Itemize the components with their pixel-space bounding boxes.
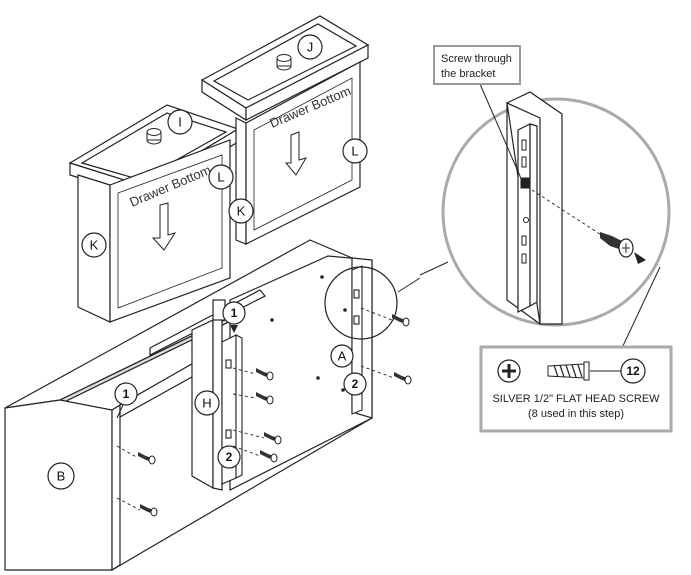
detail-zoom-view bbox=[397, 83, 671, 349]
cabinet-holes bbox=[270, 275, 347, 392]
svg-text:H: H bbox=[202, 396, 211, 411]
phillips-icon bbox=[497, 359, 521, 383]
knob-j-icon bbox=[276, 54, 292, 71]
drawer-i bbox=[68, 104, 240, 323]
part-label-b: B bbox=[47, 462, 75, 490]
step-marker-1-left: 1 bbox=[114, 382, 138, 419]
legend-subtitle: (8 used in this step) bbox=[528, 408, 624, 420]
arrow-down-icon bbox=[151, 202, 177, 251]
svg-text:K: K bbox=[90, 238, 99, 253]
svg-text:K: K bbox=[237, 204, 246, 219]
arrow-down-icon bbox=[284, 131, 308, 176]
screw-guides bbox=[116, 307, 395, 511]
part-label-i: I bbox=[167, 109, 193, 135]
detail-zoom-source-circle bbox=[324, 266, 398, 340]
svg-text:1: 1 bbox=[123, 387, 130, 401]
svg-text:1: 1 bbox=[231, 306, 238, 320]
svg-text:B: B bbox=[57, 469, 66, 484]
callout-line-2: the bracket bbox=[441, 68, 495, 80]
part-label-k-front: K bbox=[81, 232, 107, 258]
svg-text:2: 2 bbox=[226, 450, 233, 464]
part-label-l-front: L bbox=[208, 164, 234, 190]
svg-text:L: L bbox=[351, 144, 358, 159]
step-marker-1-center: 1 bbox=[222, 301, 246, 333]
part-label-k-back: K bbox=[228, 198, 254, 224]
part-label-j: J bbox=[297, 34, 323, 60]
callout-line-1: Screw through bbox=[441, 53, 512, 65]
svg-text:A: A bbox=[338, 349, 347, 364]
part-label-l-back: L bbox=[342, 138, 368, 164]
svg-text:I: I bbox=[178, 115, 182, 130]
legend-title: SILVER 1/2" FLAT HEAD SCREW bbox=[492, 393, 660, 405]
part-label-h: H bbox=[194, 390, 220, 416]
svg-text:2: 2 bbox=[352, 377, 359, 391]
hardware-legend: 12 SILVER 1/2" FLAT HEAD SCREW (8 used i… bbox=[479, 345, 673, 433]
screw-detail-icon bbox=[600, 232, 634, 258]
step-marker-2-right: 2 bbox=[343, 372, 367, 396]
callout-box: Screw through the bracket bbox=[433, 45, 521, 85]
knob-i-icon bbox=[146, 128, 162, 145]
legend-count-label: 12 bbox=[626, 364, 640, 378]
svg-text:L: L bbox=[217, 170, 224, 185]
svg-text:J: J bbox=[307, 40, 314, 55]
flat-head-screw-icon bbox=[547, 361, 590, 381]
step-marker-2-center: 2 bbox=[217, 445, 241, 469]
part-label-a: A bbox=[330, 344, 354, 368]
